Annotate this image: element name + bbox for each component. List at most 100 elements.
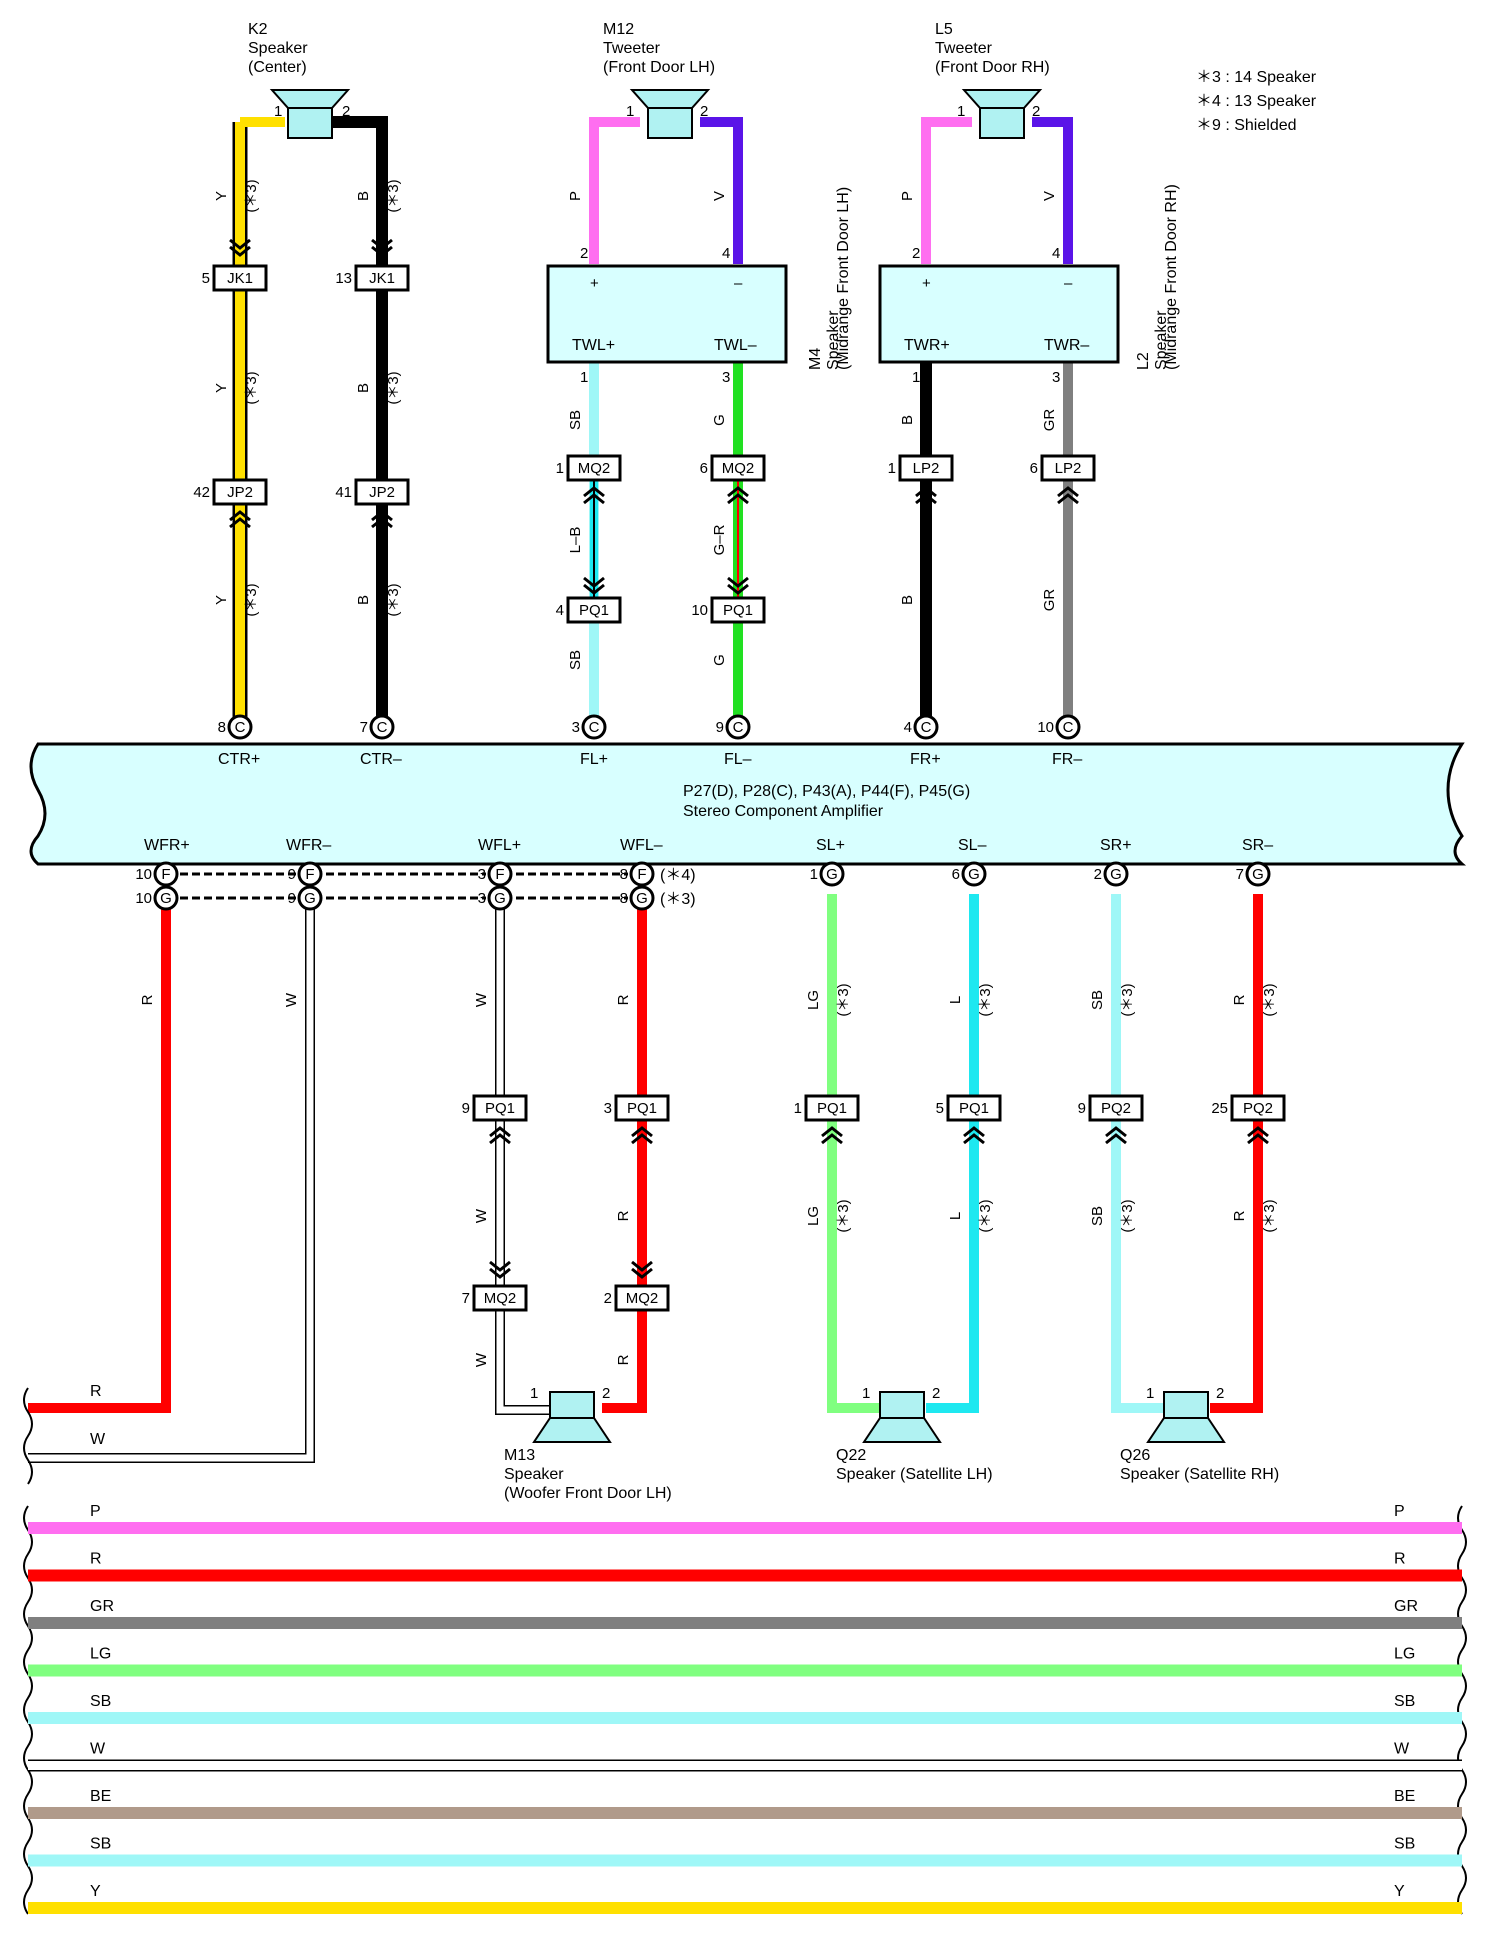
wire-label: R (＊3) — [1231, 983, 1278, 1016]
l5-desc: (Front Door RH) — [935, 59, 1050, 76]
wire-note: (＊3) — [243, 179, 260, 212]
connector-pin: 5 — [936, 1100, 944, 1117]
connector-code: PQ1 — [579, 602, 609, 619]
terminal-letter: G — [494, 890, 506, 907]
wire-code: GR — [1041, 409, 1058, 432]
wire-code: G — [711, 654, 728, 666]
speaker-m12-icon: 1 2 — [626, 89, 711, 139]
terminal-pin: 8 — [218, 719, 226, 736]
l2-plus-label: TWR+ — [904, 337, 950, 354]
connector-code: PQ1 — [817, 1100, 847, 1117]
terminal-letter: C — [1063, 719, 1074, 736]
wire-label: R — [615, 1210, 632, 1221]
shield-label-3: (＊3) — [660, 891, 696, 908]
k2-name: Speaker — [248, 40, 308, 57]
wire-code: SB — [567, 410, 584, 430]
l2-minus-label: TWR– — [1044, 337, 1089, 354]
wire-note: (＊3) — [385, 583, 402, 616]
wire-code: B — [899, 415, 916, 425]
wire-code: V — [1041, 191, 1058, 201]
wire-label: L(＊3) — [947, 1199, 994, 1232]
connector-pin: 4 — [556, 602, 564, 619]
svg-text:1: 1 — [957, 103, 965, 120]
connector-pin: 25 — [1211, 1100, 1228, 1117]
connector-pin: 10 — [691, 602, 708, 619]
wire-note: (＊3) — [1119, 983, 1136, 1016]
terminal-letter: G — [636, 890, 648, 907]
m13-name: Speaker — [504, 1466, 564, 1483]
connector-code: MQ2 — [484, 1290, 517, 1307]
terminal-fr-minus: FR– — [1052, 751, 1082, 768]
connector-code: PQ1 — [485, 1100, 515, 1117]
title-m13: M13 Speaker (Woofer Front Door LH) — [504, 1447, 672, 1502]
terminal-circle: C8 — [218, 714, 253, 740]
legend-wire-code-left: SB — [90, 1693, 111, 1710]
chevron-down-icon — [631, 1260, 653, 1279]
m13-desc: (Woofer Front Door LH) — [504, 1485, 672, 1502]
terminal-letter: F — [305, 866, 314, 883]
wire-label: W — [473, 992, 490, 1007]
connector-code: LP2 — [913, 460, 940, 477]
title-q22: Q22 Speaker (Satellite LH) — [836, 1447, 993, 1483]
wire-label: G–R — [711, 524, 728, 555]
wire-l5-1 — [921, 117, 972, 264]
wire-code: L–B — [567, 527, 584, 554]
wire-code: B — [355, 191, 372, 201]
svg-text:–: – — [734, 275, 743, 292]
terminal-sr-minus: SR– — [1242, 837, 1273, 854]
terminal-circle: F9 — [288, 861, 323, 887]
terminal-fr-plus: FR+ — [910, 751, 941, 768]
terminal-letter: C — [235, 719, 246, 736]
legend-wire-code-left: BE — [90, 1788, 111, 1805]
chevron-up-icon — [727, 486, 749, 505]
chevron-up-icon — [821, 1126, 843, 1145]
wire-code: W — [473, 1208, 490, 1223]
terminal-circle: C4 — [904, 714, 939, 740]
terminal-circle: C9 — [716, 714, 751, 740]
wire-label: V — [711, 191, 728, 201]
title-m12: M12 Tweeter (Front Door LH) — [603, 21, 715, 76]
amp-code: P27(D), P28(C), P43(A), P44(F), P45(G) — [683, 783, 970, 800]
l2-desc-group: (Midrange Front Door RH) — [1163, 184, 1180, 370]
terminal-circle: C10 — [1037, 714, 1081, 740]
wire-code: R — [1231, 994, 1248, 1005]
terminal-circle: G3 — [478, 885, 513, 911]
terminal-letter: G — [160, 890, 172, 907]
l2-title: L2 Speaker — [1135, 310, 1170, 370]
wire-label: G — [711, 654, 728, 666]
svg-text:–: – — [1064, 275, 1073, 292]
wire-k2-2 — [325, 116, 388, 727]
terminal-letter: G — [826, 866, 838, 883]
wire-sr-minus — [1210, 894, 1263, 1413]
terminal-pin: 6 — [952, 866, 960, 883]
wire-code: B — [355, 383, 372, 393]
terminal-pin: 3 — [478, 866, 486, 883]
wire-code: L — [947, 996, 964, 1004]
terminal-sl-minus: SL– — [958, 837, 987, 854]
terminal-circle: F8 — [620, 861, 655, 887]
wire-note: (＊3) — [1261, 983, 1278, 1016]
connector-pin: 41 — [335, 484, 352, 501]
wire-end-label-w: W — [90, 1431, 106, 1448]
svg-text:1: 1 — [530, 1385, 538, 1402]
chevron-up-icon — [1057, 486, 1079, 505]
legend-wire-code-left: W — [90, 1741, 106, 1758]
m4-desc: (Midrange Front Door LH) — [835, 187, 852, 370]
terminal-letter: G — [1252, 866, 1264, 883]
chevron-up-icon — [1105, 1126, 1127, 1145]
terminal-circle: C7 — [360, 714, 395, 740]
wire-code: B — [899, 595, 916, 605]
m12-name: Tweeter — [603, 40, 661, 57]
wire-label: L–B — [567, 527, 584, 554]
wire-note: (＊3) — [385, 179, 402, 212]
